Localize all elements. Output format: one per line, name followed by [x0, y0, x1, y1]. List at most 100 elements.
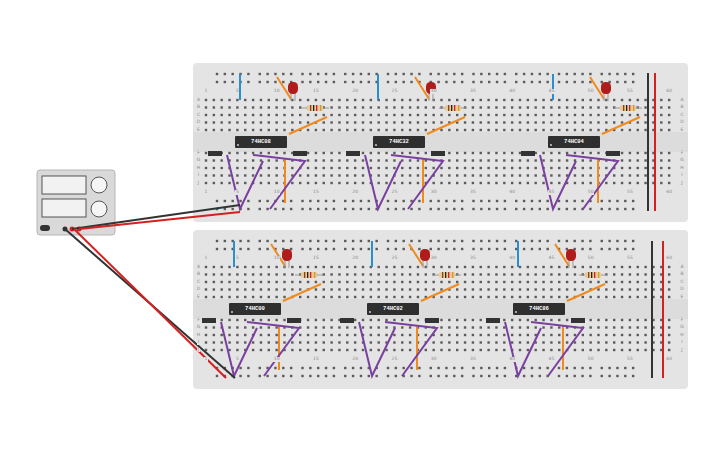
hole: [511, 326, 513, 328]
rail-hole: [496, 367, 498, 369]
hole: [275, 326, 277, 328]
hole: [527, 334, 529, 336]
hole: [542, 296, 544, 298]
rail-hole: [624, 73, 626, 75]
hole: [597, 99, 599, 101]
rail-hole: [574, 240, 576, 242]
hole: [299, 121, 301, 123]
hole: [464, 273, 466, 275]
hole: [330, 273, 332, 275]
rail-hole: [317, 200, 319, 202]
hole: [519, 159, 521, 161]
hole: [378, 167, 380, 169]
hole: [668, 167, 670, 169]
rail-hole: [632, 375, 634, 377]
rail-hole: [301, 200, 303, 202]
rail-hole: [504, 375, 506, 377]
hole: [613, 334, 615, 336]
resistor-band: [316, 105, 317, 111]
hole: [495, 281, 497, 283]
row-letter: A: [196, 98, 200, 103]
hole: [480, 167, 482, 169]
hole: [566, 296, 568, 298]
hole: [425, 114, 427, 116]
hole: [542, 266, 544, 268]
hole: [605, 266, 607, 268]
rail-hole: [546, 73, 548, 75]
hole: [432, 288, 434, 290]
wire-group: [202, 74, 642, 376]
hole: [589, 341, 591, 343]
hole: [275, 266, 277, 268]
hole: [480, 341, 482, 343]
hole: [629, 266, 631, 268]
hole: [597, 288, 599, 290]
row-letter: I: [681, 173, 683, 178]
hole: [362, 266, 364, 268]
hole: [205, 99, 207, 101]
column-number: 50: [587, 89, 594, 94]
rail-hole: [589, 248, 591, 250]
resistor-symbol: [585, 272, 601, 278]
rail-hole: [437, 208, 439, 210]
rail-hole: [325, 208, 327, 210]
hole: [550, 288, 552, 290]
pin1-dot: [515, 311, 517, 313]
hole: [629, 319, 631, 321]
hole: [597, 106, 599, 108]
hole: [511, 341, 513, 343]
hole: [605, 106, 607, 108]
hole: [362, 99, 364, 101]
hole: [629, 182, 631, 184]
rail-hole: [488, 81, 490, 83]
hole: [440, 167, 442, 169]
hole: [535, 121, 537, 123]
hole: [613, 121, 615, 123]
rail-hole: [624, 248, 626, 250]
hole: [440, 288, 442, 290]
hole: [260, 296, 262, 298]
hole: [519, 341, 521, 343]
hole: [409, 152, 411, 154]
hole: [244, 341, 246, 343]
hole: [495, 326, 497, 328]
hole: [425, 152, 427, 154]
hole: [393, 106, 395, 108]
hole: [252, 152, 254, 154]
hole: [315, 319, 317, 321]
hole: [205, 296, 207, 298]
hole: [637, 182, 639, 184]
hole: [299, 296, 301, 298]
hole: [644, 99, 646, 101]
rail-hole: [410, 81, 412, 83]
hole: [519, 349, 521, 351]
hole: [574, 106, 576, 108]
hole: [558, 296, 560, 298]
hole: [307, 99, 309, 101]
rail-hole: [333, 73, 335, 75]
hole: [668, 121, 670, 123]
hole: [511, 182, 513, 184]
rail-hole: [624, 208, 626, 210]
hole: [503, 129, 505, 131]
rail-hole: [309, 248, 311, 250]
hole: [566, 281, 568, 283]
hole: [221, 129, 223, 131]
jumper-wire: [421, 284, 459, 301]
hole: [566, 319, 568, 321]
hole: [385, 288, 387, 290]
hole: [346, 182, 348, 184]
hole: [480, 319, 482, 321]
rail-hole: [523, 73, 525, 75]
hole: [236, 266, 238, 268]
rail-hole: [232, 81, 234, 83]
hole: [244, 152, 246, 154]
ic-chip: 74HC08: [235, 136, 287, 148]
hole: [338, 273, 340, 275]
hole: [252, 114, 254, 116]
hole: [236, 296, 238, 298]
hole: [574, 121, 576, 123]
hole: [637, 349, 639, 351]
hole: [550, 326, 552, 328]
hole: [519, 326, 521, 328]
